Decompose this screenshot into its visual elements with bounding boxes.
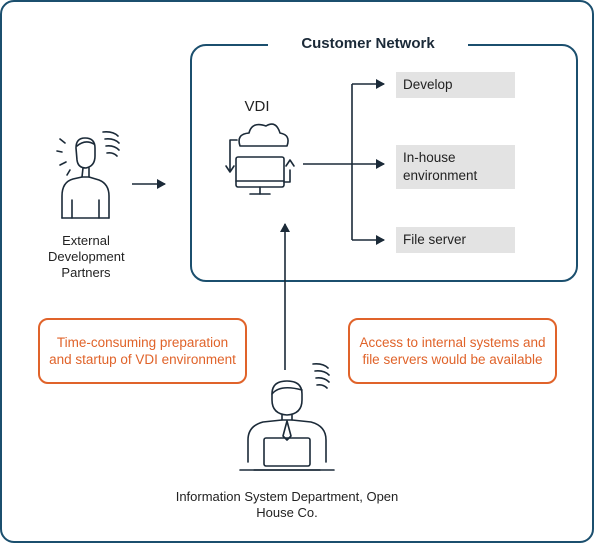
vdi-to-destinations-arrows xyxy=(303,79,385,245)
destination-in-house-environment: In-house environment xyxy=(396,145,515,189)
customer-network-title: Customer Network xyxy=(268,33,468,55)
vdi-label: VDI xyxy=(244,98,270,115)
note-right-access-available: Access to internal systems and file serv… xyxy=(348,318,557,384)
squiggle-stress-icon-partner xyxy=(102,131,120,157)
worried-person-icon xyxy=(56,137,110,219)
destination-file-server: File server xyxy=(396,227,515,253)
note-left-vdi-preparation: Time-consuming preparation and startup o… xyxy=(38,318,247,384)
squiggle-stress-icon-department xyxy=(312,363,330,389)
laptop-worker-icon xyxy=(239,380,335,471)
external-partners-label: External Development Partners xyxy=(48,233,125,280)
destination-develop: Develop xyxy=(396,72,515,98)
vdi-cloud-computer-icon xyxy=(225,123,295,195)
department-label: Information System Department, Open Hous… xyxy=(175,489,399,520)
